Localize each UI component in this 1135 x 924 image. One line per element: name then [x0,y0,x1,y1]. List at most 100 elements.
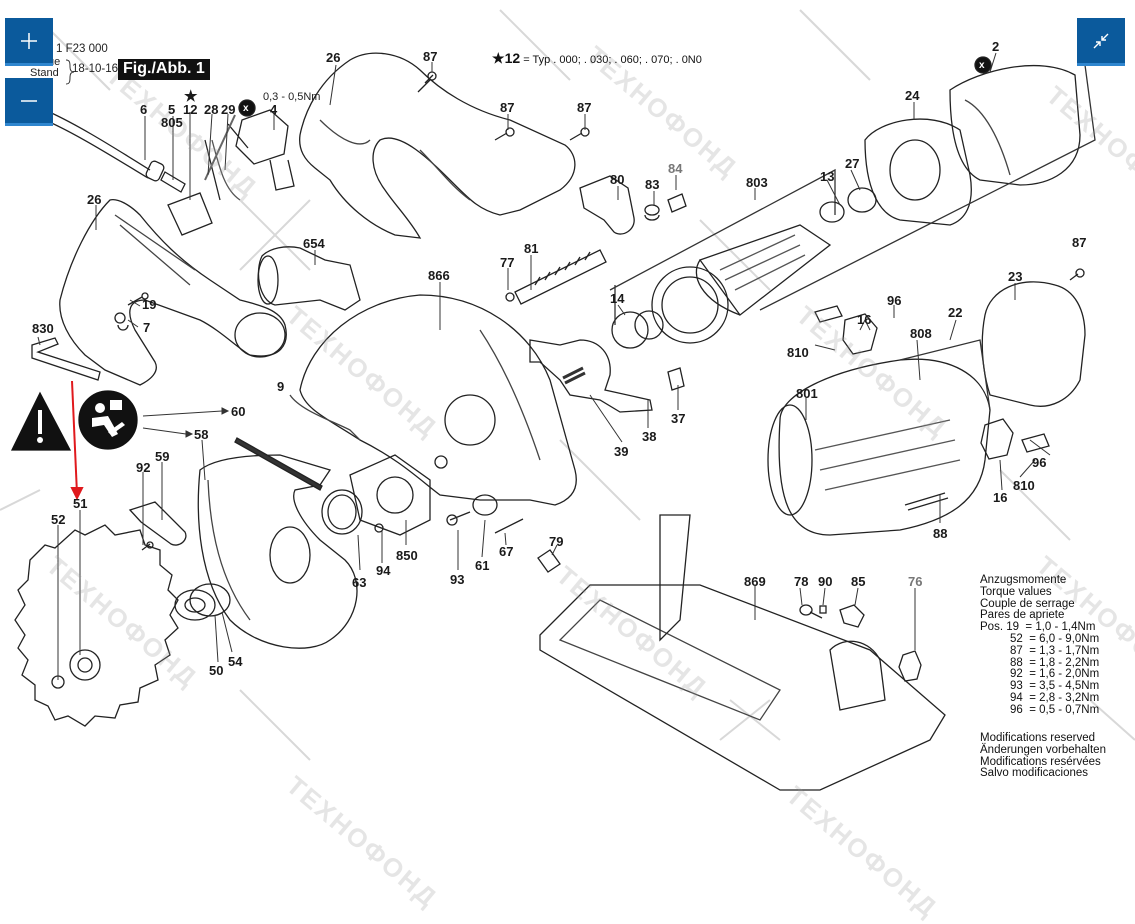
part-label: 26 [326,50,341,65]
type-note-star: ★ [492,50,505,66]
torque-value: = 0,5 - 0,7Nm [1029,703,1100,716]
part-label: 80 [610,172,625,187]
doc-number: 1 F23 000 [56,43,108,55]
torque-pos: 88 [1010,656,1023,669]
knobs [537,549,922,682]
part-label: 83 [645,177,660,192]
leader-lines [37,52,1051,680]
stand-label: Stand [30,67,59,79]
part-label: 93 [450,572,465,587]
zoom-in-button[interactable] [5,18,53,66]
torque-pos: 87 [1010,644,1023,657]
part-label: 76 [908,574,923,589]
torque-row: 92 = 1,6 - 2,0Nm [980,668,1099,681]
part-label: 37 [671,411,686,426]
x-marker-label: x [979,60,985,71]
part-label: 38 [642,429,657,444]
handle-cover-26 [299,52,576,239]
part-label: 88 [933,526,948,541]
base-plate-869 [539,514,946,791]
zoom-out-button[interactable] [5,78,53,126]
part-label: 23 [1008,269,1023,284]
torque-heading-es: Pares de apriete [980,609,1065,622]
part-label: 87 [500,100,515,115]
part-label: 16 [857,312,872,327]
part-label: 830 [32,321,54,336]
torque-row: 52 = 6,0 - 9,0Nm [980,632,1100,646]
torque-row: 96 = 0,5 - 0,7Nm [980,703,1100,717]
part-label: 61 [475,558,490,573]
part-label: 77 [500,255,515,270]
modifications-es: Salvo modificaciones [980,767,1089,780]
type-note: ★12 = Typ . 000; . 030; . 060; . 070; . … [492,50,702,67]
part-label: 27 [845,156,860,171]
torque-pos: 92 [1010,668,1023,681]
part-label: 96 [887,293,902,308]
torque-heading-en: Torque values [980,585,1052,598]
part-label: 78 [794,574,809,589]
date: 18-10-16 [72,63,119,75]
torque-pos: 52 [1010,632,1023,645]
motor-housing-801 [767,339,991,536]
plus-icon [21,32,37,49]
fan-baffle-24 [864,118,972,226]
minus-icon [21,99,37,102]
part-label: 63 [352,575,367,590]
x-marker-icons [238,56,992,117]
brush-parts [814,305,1050,511]
type-note-pos: 12 [504,50,521,66]
modifications-de: Änderungen vorbehalten [980,743,1106,756]
part-label: 12 [183,102,198,117]
figure-label: Fig./Abb. 1 [118,59,210,80]
torque-values-table: Anzugsmomente Torque values Couple de se… [980,574,1100,717]
read-manual-icon [78,390,138,450]
torque-row: Pos. 19 = 1,0 - 1,4Nm [980,621,1099,634]
torque-row: 88 = 1,8 - 2,2Nm [980,656,1100,670]
part-label: 52 [51,512,66,527]
spindle-lock-81 [505,249,607,305]
modifications-en: Modifications reserved [980,732,1096,744]
part-label: 19 [142,297,157,312]
part-label: 9 [277,379,285,394]
part-label: 801 [796,386,818,401]
torque-value: = 1,8 - 2,2Nm [1029,656,1100,669]
part-label: 869 [744,574,766,589]
part-label: 7 [143,320,151,335]
gear-housing-850 [321,454,431,536]
torque-value: = 1,3 - 1,7Nm [1029,644,1100,657]
torque-pos: 96 [1010,703,1023,716]
part-label: 87 [577,100,592,115]
part-label: 26 [87,192,102,207]
saw-blade-51 [14,524,179,727]
part-label: 808 [910,326,932,341]
part-label: 14 [610,291,625,306]
motor-housing-left-26 [59,199,287,386]
part-label: 810 [787,345,809,360]
torque-value: = 2,8 - 3,2Nm [1029,691,1100,704]
part-label: 5 [168,102,176,117]
torque-row: 93 = 3,5 - 4,5Nm [980,680,1099,693]
torque-value: = 6,0 - 9,0Nm [1029,632,1100,645]
part-label: 85 [851,574,866,589]
lower-guard-58 [197,454,358,649]
torque-pos: 19 [1006,621,1020,634]
part-label: 22 [948,305,963,320]
star-icon: ★ [184,88,198,105]
collapse-button[interactable] [1077,18,1125,66]
flange-50 [174,583,231,621]
part-label: 87 [423,49,438,64]
part-label: 90 [818,574,833,589]
part-label: 94 [376,563,391,578]
part-label: 54 [228,654,243,669]
part-label: 59 [155,449,170,464]
warning-triangle-icon [10,391,72,451]
part-label: 81 [524,241,539,256]
part-label: 29 [221,102,236,117]
part-label: 79 [549,534,564,549]
torque-heading-de: Anzugsmomente [980,574,1067,586]
part-label: 39 [614,444,629,459]
hex-key-830 [31,337,101,381]
part-label: 13 [820,169,835,184]
bracket-38 [529,339,685,413]
